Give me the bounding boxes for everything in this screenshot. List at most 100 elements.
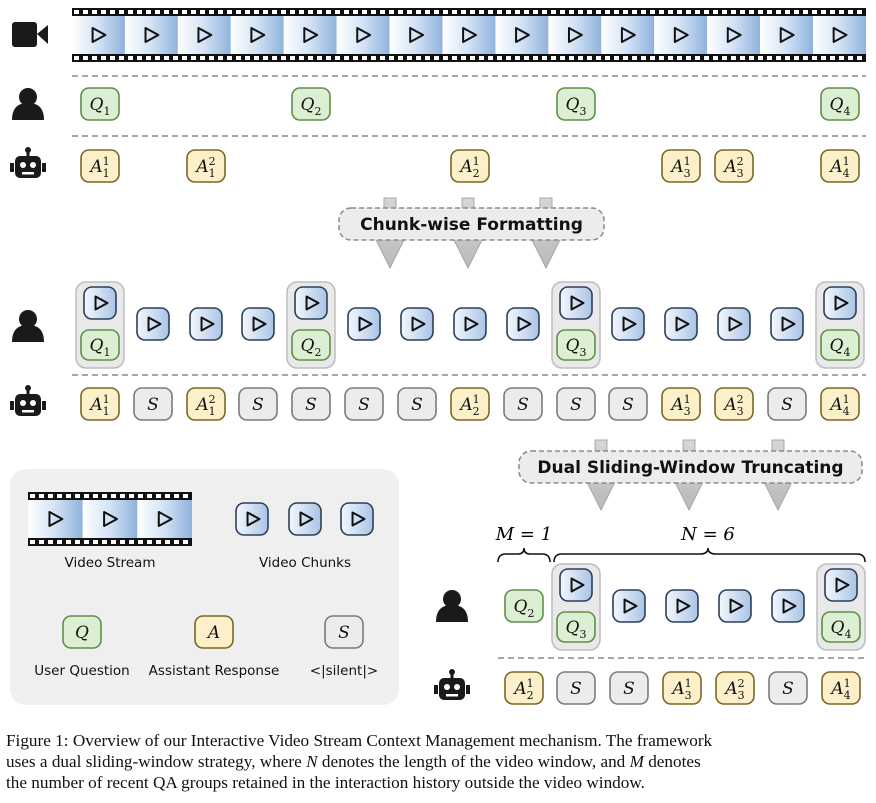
play-icon xyxy=(157,511,173,527)
token-label: S xyxy=(147,395,159,415)
token-label: S xyxy=(252,395,264,415)
stream-frame xyxy=(813,16,866,54)
play-icon xyxy=(832,27,848,43)
video-chunk xyxy=(664,307,698,341)
video-chunk xyxy=(189,307,223,341)
stream-frame xyxy=(72,16,125,54)
video-chunk xyxy=(506,307,540,341)
question-token: Q4 xyxy=(820,87,860,121)
legend-video-stream-label: Video Stream xyxy=(65,555,156,571)
silent-token: S xyxy=(238,387,278,421)
token-label: Q4 xyxy=(830,336,851,359)
formatting-banner-label: Chunk-wise Formatting xyxy=(360,215,583,235)
token-label: S xyxy=(305,395,317,415)
question-token: Q1 xyxy=(80,87,120,121)
legend-video-stream xyxy=(28,492,192,546)
token-label: Q2 xyxy=(301,336,322,359)
video-stream-strip xyxy=(72,8,866,62)
play-icon xyxy=(200,316,215,332)
silent-token: S xyxy=(133,387,173,421)
legend-video-chunks xyxy=(235,502,374,536)
silent-token: S xyxy=(344,387,384,421)
token-label: S xyxy=(782,679,794,699)
legend-video-chunks-label: Video Chunks xyxy=(259,555,351,571)
question-token: Q4 xyxy=(821,611,861,643)
token-label: S xyxy=(622,395,634,415)
play-icon xyxy=(567,27,583,43)
token-label: Q4 xyxy=(830,95,851,118)
video-chunk xyxy=(717,307,751,341)
silent-token: S xyxy=(556,671,596,705)
play-icon xyxy=(570,577,585,593)
caption-line-2a: uses a dual sliding-window strategy, whe… xyxy=(6,752,307,771)
play-icon xyxy=(622,316,637,332)
stream-frame xyxy=(336,16,390,54)
token-label: Q3 xyxy=(566,95,587,118)
stream-frame xyxy=(283,16,337,54)
figure-caption: Figure 1: Overview of our Interactive Vi… xyxy=(6,730,870,793)
stage1-questions: Q1 Q2 Q3 Q4 xyxy=(80,87,860,121)
robot-icon xyxy=(10,147,46,178)
token-label: Q3 xyxy=(566,618,587,641)
play-icon xyxy=(252,316,267,332)
stream-frame xyxy=(124,16,178,54)
question-token: Q3 xyxy=(556,611,596,643)
token-label: Q1 xyxy=(90,95,111,118)
token-label: S xyxy=(623,679,635,699)
silent-token: S xyxy=(768,671,808,705)
play-icon xyxy=(515,27,530,43)
question-token: Q2 xyxy=(291,87,331,121)
caption-line-3: the number of recent QA groups retained … xyxy=(6,773,645,792)
play-icon xyxy=(48,511,64,527)
stream-frame xyxy=(137,500,192,538)
play-icon xyxy=(781,316,796,332)
play-icon xyxy=(782,598,797,614)
m-window-label: M = 1 xyxy=(495,524,552,545)
video-chunk xyxy=(347,307,381,341)
play-icon xyxy=(356,27,372,43)
stream-frame xyxy=(230,16,284,54)
play-icon xyxy=(305,295,320,311)
n-window-brace xyxy=(553,547,866,563)
video-chunk xyxy=(453,307,487,341)
legend-user-question-label: User Question xyxy=(34,663,129,679)
play-icon xyxy=(620,27,636,43)
play-icon xyxy=(729,598,744,614)
question-token: Q2 xyxy=(504,589,544,623)
truncating-banner-label: Dual Sliding-Window Truncating xyxy=(537,458,843,478)
play-icon xyxy=(351,511,366,527)
play-icon xyxy=(358,316,373,332)
token-label: Q2 xyxy=(514,597,535,620)
token-label: S xyxy=(338,623,350,643)
play-icon xyxy=(303,27,319,43)
play-icon xyxy=(726,27,742,43)
play-icon xyxy=(409,27,425,43)
video-chunk xyxy=(823,286,857,320)
question-token: Q4 xyxy=(820,329,860,361)
silent-token: S xyxy=(503,387,543,421)
play-icon xyxy=(517,316,532,332)
caption-line-1: Figure 1: Overview of our Interactive Vi… xyxy=(6,731,713,750)
play-icon xyxy=(675,316,690,332)
